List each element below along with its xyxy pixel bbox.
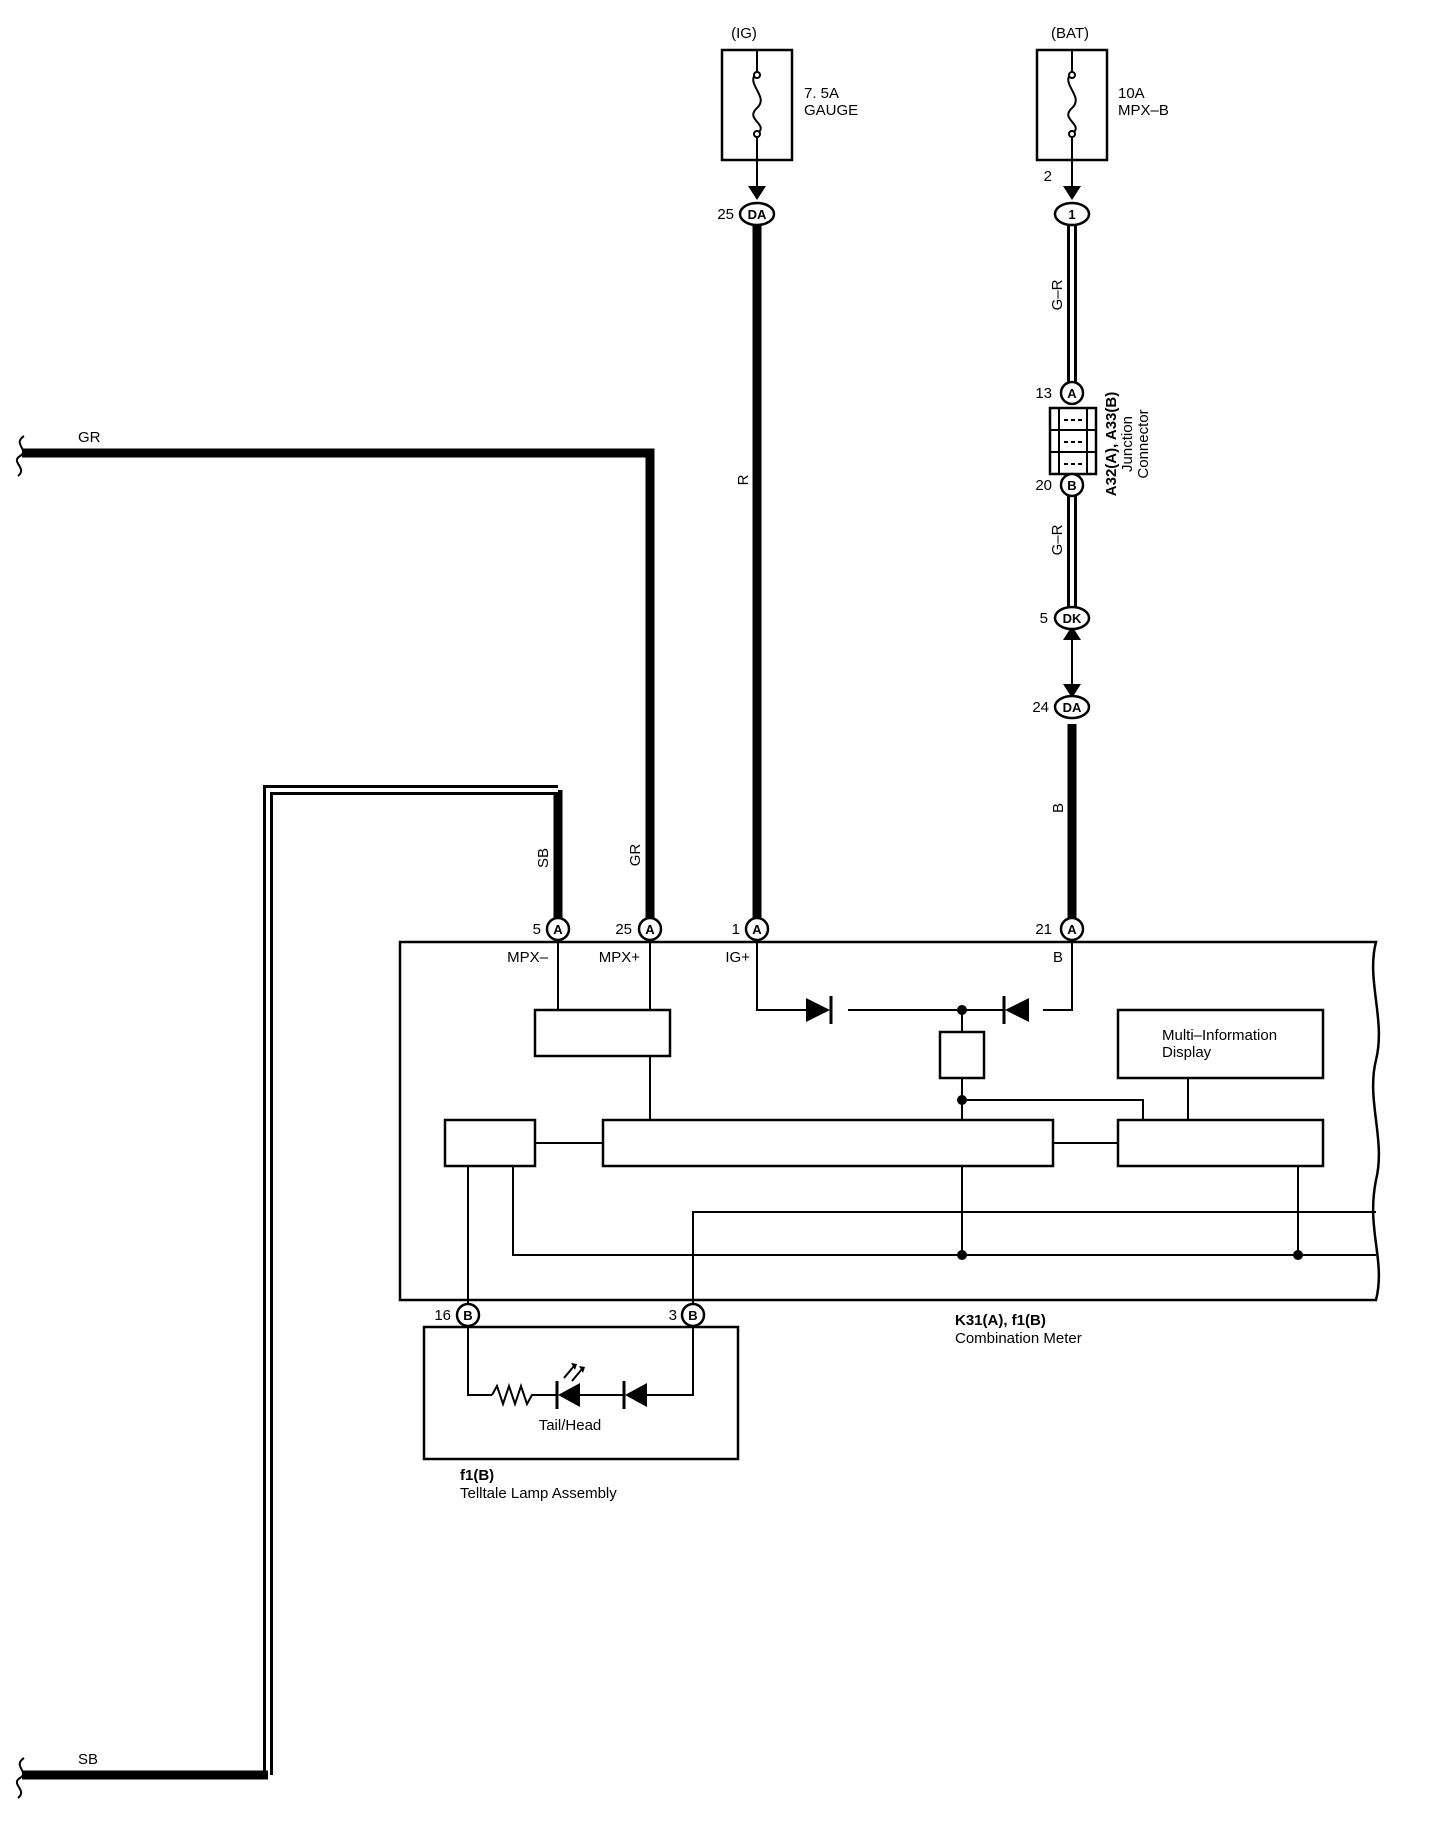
wire-g-r-mid-label: G–R	[1049, 524, 1066, 555]
svg-text:16: 16	[434, 1307, 451, 1324]
wire-g-r-top-label: G–R	[1049, 279, 1066, 310]
connector-a25: 25 A	[615, 916, 663, 942]
svg-text:1: 1	[1068, 207, 1075, 222]
led-indicator	[555, 1363, 585, 1409]
terminal-b: B	[1053, 949, 1063, 966]
mid-label-2: Display	[1162, 1044, 1212, 1061]
fuse-gauge: (IG) 7. 5A GAUGE	[720, 25, 858, 200]
junction-line2: Connector	[1135, 409, 1152, 478]
terminal-ig-plus: IG+	[725, 949, 750, 966]
connector-a1: 1 A	[732, 916, 770, 942]
wire-gr-label: GR	[627, 844, 644, 867]
diode-left	[806, 996, 833, 1024]
mpx-interface-block	[533, 1008, 672, 1058]
svg-text:DK: DK	[1063, 611, 1082, 626]
svg-text:25: 25	[717, 206, 734, 223]
combination-meter: 5 A 25 A 1 A 21 A MPX– MPX+ IG+ B	[398, 916, 1381, 1347]
wire-gr	[22, 448, 655, 920]
connector-b16: 16 B	[434, 1302, 481, 1328]
fuse-gauge-rating: 7. 5A	[804, 85, 839, 102]
svg-text:5: 5	[533, 921, 541, 938]
multi-information-display	[1116, 1008, 1325, 1080]
display-driver-block	[1116, 1118, 1325, 1168]
svg-text:24: 24	[1032, 699, 1049, 716]
fuse-mpx-b: (BAT) 10A MPX–B 2	[1035, 25, 1169, 200]
svg-text:21: 21	[1035, 921, 1052, 938]
fuse-mpx-b-source: (BAT)	[1051, 25, 1089, 42]
wire-b-label: B	[1050, 803, 1067, 813]
svg-text:DA: DA	[748, 207, 767, 222]
fuse-gauge-source: (IG)	[731, 25, 757, 42]
wire-sb-left-label: SB	[78, 1751, 98, 1768]
telltale-inner-label: Tail/Head	[539, 1417, 602, 1434]
fuse-mpx-b-name: MPX–B	[1118, 102, 1169, 119]
junction-line1: Junction	[1119, 416, 1136, 472]
svg-text:B: B	[688, 1308, 697, 1323]
svg-text:A: A	[752, 922, 762, 937]
meter-name: Combination Meter	[955, 1330, 1082, 1347]
svg-text:A: A	[1067, 922, 1077, 937]
connector-a21: 21 A	[1035, 916, 1085, 942]
connector-da25: 25 DA	[717, 201, 776, 227]
wire-r-label: R	[735, 474, 752, 485]
telltale-lamp-assembly: 16 B 3 B Tail/Head f1(B) Telltale Lamp A…	[422, 1302, 740, 1502]
wire-gr-break	[15, 435, 25, 477]
connector-link-arrows	[1063, 626, 1081, 698]
svg-text:25: 25	[615, 921, 632, 938]
wire-sb-break	[15, 1757, 25, 1799]
svg-text:A: A	[645, 922, 655, 937]
cpu-block	[601, 1118, 1055, 1168]
meter-id: K31(A), f1(B)	[955, 1312, 1046, 1329]
connector-da24: 24 DA	[1032, 694, 1091, 720]
svg-text:B: B	[463, 1308, 472, 1323]
connector-dk5: 5 DK	[1040, 605, 1091, 631]
wire-sb-label: SB	[535, 848, 552, 868]
fuse-mpx-b-rating: 10A	[1118, 85, 1145, 102]
illumination-block	[443, 1118, 537, 1168]
fuse-mpx-b-pin: 2	[1044, 168, 1052, 185]
connector-b3: 3 B	[669, 1302, 706, 1328]
junction-id: A32(A), A33(B)	[1103, 392, 1120, 496]
svg-text:5: 5	[1040, 610, 1048, 627]
svg-text:1: 1	[732, 921, 740, 938]
svg-text:B: B	[1067, 478, 1076, 493]
connector-b20: 20 B	[1035, 472, 1085, 498]
svg-text:A: A	[1067, 386, 1077, 401]
connector-a13: 13 A	[1035, 380, 1085, 406]
svg-text:13: 13	[1035, 385, 1052, 402]
svg-text:20: 20	[1035, 477, 1052, 494]
svg-text:3: 3	[669, 1307, 677, 1324]
connector-a5: 5 A	[533, 916, 571, 942]
terminal-mpx-plus: MPX+	[599, 949, 641, 966]
terminal-mpx-minus: MPX–	[507, 949, 549, 966]
telltale-name: Telltale Lamp Assembly	[460, 1485, 617, 1502]
connector-c1: 1	[1053, 201, 1091, 227]
resistor	[491, 1382, 558, 1408]
telltale-id: f1(B)	[460, 1467, 494, 1484]
svg-text:DA: DA	[1063, 700, 1082, 715]
diode-right	[1002, 996, 1029, 1024]
wire-gr-left-label: GR	[78, 429, 101, 446]
regulator-block	[938, 1030, 986, 1080]
svg-text:A: A	[553, 922, 563, 937]
mid-label-1: Multi–Information	[1162, 1027, 1277, 1044]
fuse-gauge-name: GAUGE	[804, 102, 858, 119]
diode-telltale	[622, 1381, 647, 1409]
